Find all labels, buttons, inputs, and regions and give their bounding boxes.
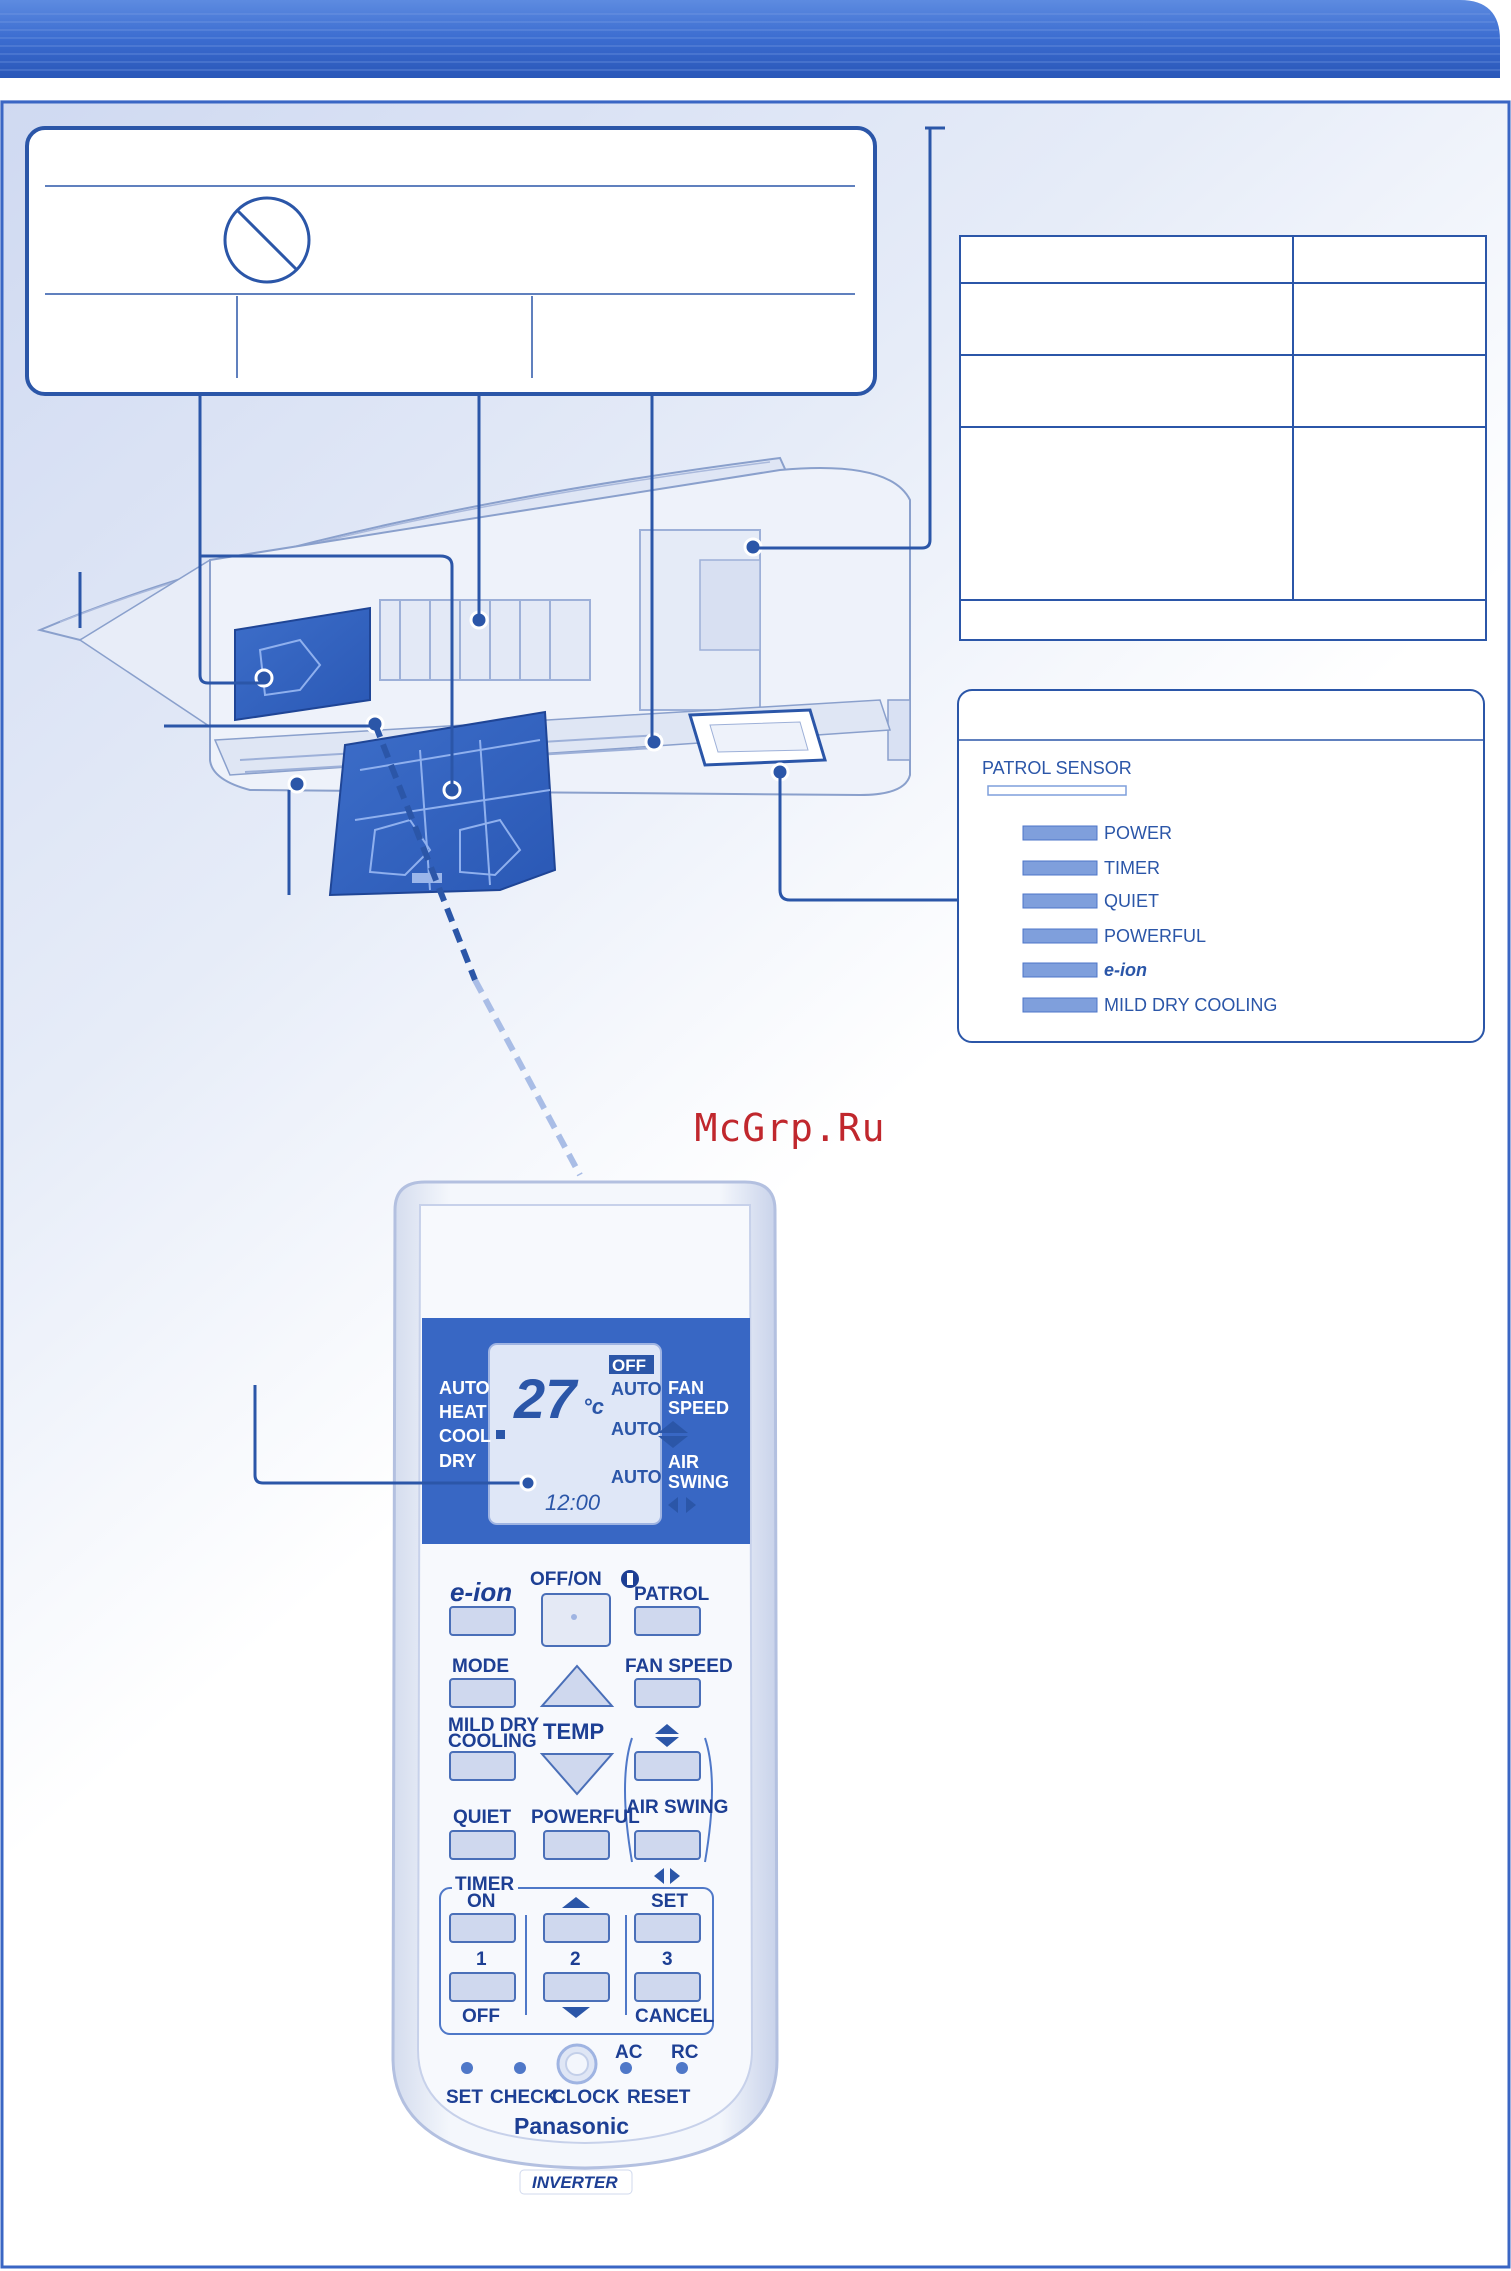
spec-table <box>959 235 1487 641</box>
indoor-unit-illustration <box>36 456 911 897</box>
rc-label: RC <box>671 2042 699 2063</box>
indicator-label-eion: e-ion <box>1104 960 1147 980</box>
air-swing-label: AIR SWING <box>626 1797 728 1818</box>
indicator-lamps <box>1022 825 1098 1013</box>
set-small-label: SET <box>446 2087 483 2108</box>
timer-set-label: SET <box>651 1891 688 1912</box>
mode-heat: HEAT <box>439 1402 487 1422</box>
lcd-clock: 12:00 <box>545 1490 601 1515</box>
dashed-leader-light <box>472 978 583 1177</box>
power-icon <box>571 1614 577 1620</box>
check-button[interactable] <box>514 2062 526 2074</box>
timer-2-label: 2 <box>570 1949 581 1970</box>
rc-reset-button[interactable] <box>676 2062 688 2074</box>
temp-label: TEMP <box>543 1719 604 1744</box>
temp-down-button[interactable] <box>539 1753 615 1796</box>
powerful-button[interactable] <box>543 1830 610 1860</box>
set-small-button[interactable] <box>461 2062 473 2074</box>
quiet-button[interactable] <box>449 1830 516 1860</box>
air-swing-label-1: AIR <box>668 1452 699 1472</box>
eion-label: e-ion <box>450 1577 512 1607</box>
lcd-display-text: AUTO HEAT COOL DRY 27 °c OFF AUTO AUTO A… <box>439 1355 729 1515</box>
header-bar <box>0 0 1500 78</box>
offon-label: OFF/ON <box>530 1569 602 1590</box>
ac-reset-button[interactable] <box>620 2062 632 2074</box>
quiet-label: QUIET <box>453 1807 511 1828</box>
fan-speed-label: FAN SPEED <box>625 1656 733 1677</box>
fan-speed-label-2: SPEED <box>668 1398 729 1418</box>
indicator-label-timer: TIMER <box>1104 858 1160 878</box>
patrol-sensor-label: PATROL SENSOR <box>982 758 1132 778</box>
swing-left-right-button[interactable] <box>634 1830 701 1860</box>
small-buttons <box>461 2043 688 2085</box>
dashed-leader-dark <box>372 722 478 982</box>
swing-up-down-button[interactable] <box>634 1751 701 1781</box>
lcd-off-badge: OFF <box>612 1356 646 1375</box>
lcd-temperature: 27 <box>513 1367 579 1430</box>
filter-caution-box <box>25 126 877 396</box>
indicator-label-quiet: QUIET <box>1104 891 1159 911</box>
timer-on-button[interactable] <box>449 1913 516 1943</box>
clock-label: CLOCK <box>552 2087 620 2108</box>
offon-button[interactable] <box>541 1593 611 1647</box>
timer-down-button[interactable] <box>543 1972 610 2002</box>
brand-logo: Panasonic <box>514 2113 629 2139</box>
remote-button-labels: e-ion OFF/ON PATROL MODE FAN SPEED MILD … <box>446 1569 733 2195</box>
air-swing-label-2: SWING <box>668 1472 729 1492</box>
patrol-label: PATROL <box>634 1584 710 1605</box>
header-stripes <box>0 13 1500 71</box>
mode-auto: AUTO <box>439 1378 490 1398</box>
timer-label: TIMER <box>455 1874 514 1895</box>
remote-buttons <box>449 1593 701 2002</box>
mode-dry: DRY <box>439 1451 476 1471</box>
arrow-icons <box>562 1421 696 2018</box>
powerful-label: POWERFUL <box>531 1807 640 1828</box>
indicator-label-mild-dry: MILD DRY COOLING <box>1104 995 1277 1015</box>
check-label: CHECK <box>490 2087 558 2108</box>
timer-cancel-button[interactable] <box>634 1972 701 2002</box>
prohibition-icon <box>223 196 311 284</box>
lcd-auto-swing: AUTO <box>611 1467 662 1487</box>
lcd-auto-fan: AUTO <box>611 1379 662 1399</box>
watermark: McGrp.Ru <box>694 1106 886 1150</box>
indicator-panel-box <box>957 689 1485 1043</box>
timer-off-label: OFF <box>462 2006 500 2027</box>
timer-up-button[interactable] <box>543 1913 610 1943</box>
timer-off-button[interactable] <box>449 1972 516 2002</box>
mode-cool: COOL <box>439 1426 491 1446</box>
indicator-label-powerful: POWERFUL <box>1104 926 1206 946</box>
mild-dry-cooling-button[interactable] <box>449 1751 516 1781</box>
timer-3-label: 3 <box>662 1949 673 1970</box>
mild-dry-label-1: MILD DRY <box>448 1715 539 1736</box>
mode-button[interactable] <box>449 1678 516 1708</box>
temp-up-button[interactable] <box>539 1664 615 1707</box>
leader-lines <box>78 126 958 902</box>
mode-label: MODE <box>452 1656 509 1677</box>
timer-1-label: 1 <box>476 1949 487 1970</box>
lcd-unit: °c <box>583 1394 604 1419</box>
indicator-label-power: POWER <box>1104 823 1172 843</box>
fan-speed-button[interactable] <box>634 1678 701 1708</box>
fan-speed-label-1: FAN <box>668 1378 704 1398</box>
eion-button[interactable] <box>449 1606 516 1636</box>
ac-label: AC <box>615 2042 643 2063</box>
inverter-logo: INVERTER <box>532 2173 618 2192</box>
lcd-auto-mid: AUTO <box>611 1419 662 1439</box>
page-frame <box>0 100 1511 2269</box>
patrol-button[interactable] <box>634 1606 701 1636</box>
timer-set-button[interactable] <box>634 1913 701 1943</box>
reset-label: RESET <box>627 2087 691 2108</box>
timer-on-label: ON <box>467 1891 496 1912</box>
timer-cancel-label: CANCEL <box>635 2006 715 2027</box>
indicator-labels: PATROL SENSOR POWER TIMER QUIET POWERFUL… <box>982 758 1277 1015</box>
mild-dry-label-2: COOLING <box>448 1731 537 1752</box>
patrol-sensor-window <box>987 785 1127 796</box>
